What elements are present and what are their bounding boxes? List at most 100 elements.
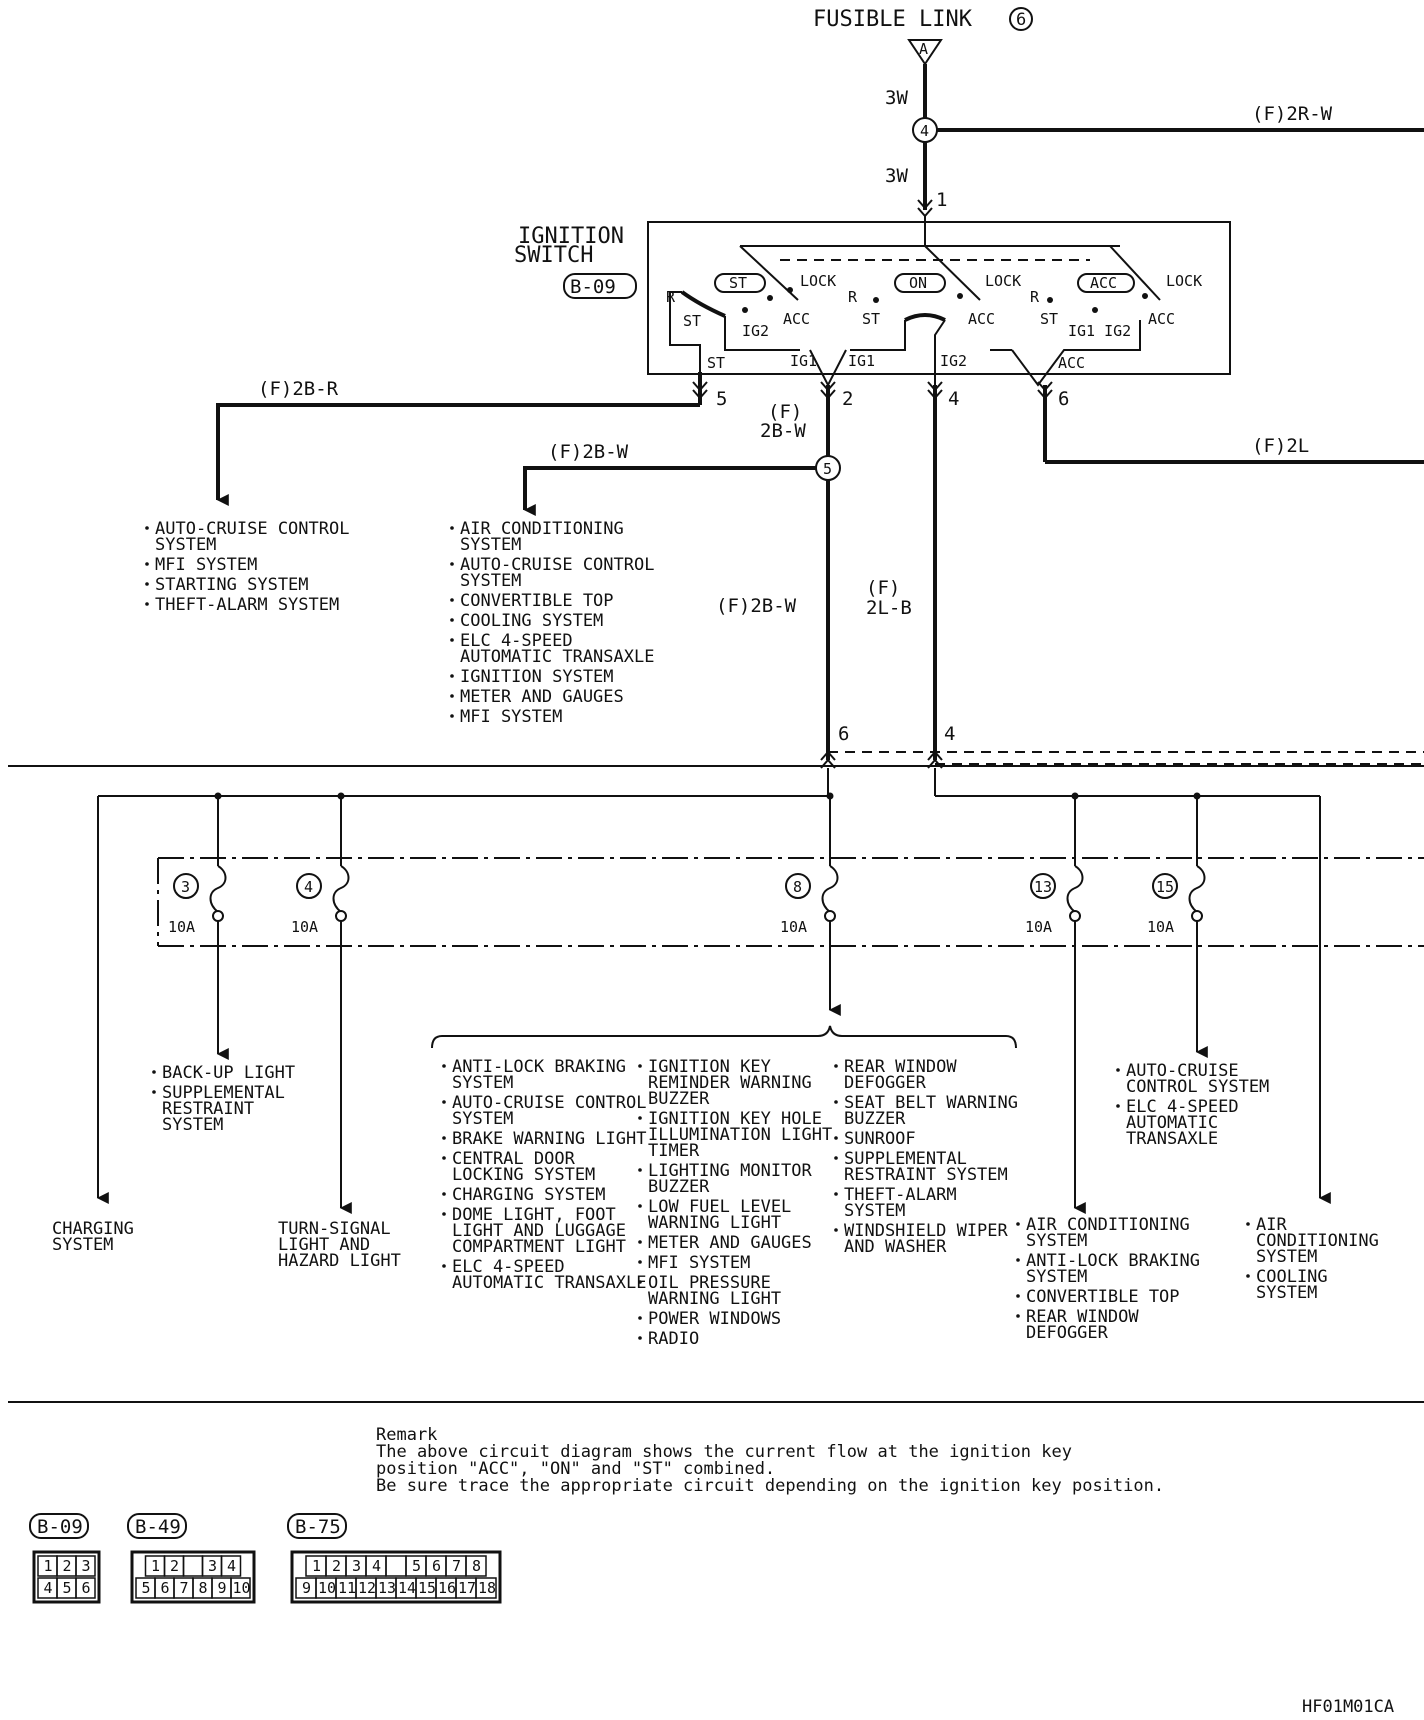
acc-2: ACC [968, 310, 995, 328]
col2-dest-item-1: TIMER [648, 1141, 700, 1161]
ignition-switch-box [647, 221, 1231, 375]
fuse-terminal [824, 910, 836, 922]
fuse-rating: 10A [1147, 918, 1174, 936]
fuse-terminal [1069, 910, 1081, 922]
acc-contact-dot-2 [1092, 307, 1098, 313]
ig1-a: IG1 [790, 352, 817, 370]
right-dest-item-0: CONDITIONING [1256, 1231, 1379, 1251]
turn-signal-dest: TURN-SIGNAL [278, 1219, 391, 1239]
left-list-item-2: STARTING SYSTEM [155, 575, 309, 595]
col1-dest-item-6: ELC 4-SPEED [452, 1257, 565, 1277]
st-2: ST [862, 310, 880, 328]
pin-1-label: 1 [936, 189, 947, 211]
turn-signal-dest: LIGHT AND [278, 1235, 370, 1255]
connector-label-badge [287, 1513, 347, 1539]
col3-dest-item-5: AND WASHER [844, 1237, 947, 1257]
r-3: R [1030, 288, 1040, 306]
bullet-dot [638, 1336, 642, 1340]
fuse-rating: 10A [780, 918, 807, 936]
ig1-ig2: IG1 IG2 [1068, 322, 1131, 340]
fuse-number: 13 [1034, 878, 1052, 896]
wire-3w-label-upper: 3W [885, 87, 908, 109]
col1-dest-item-2: BRAKE WARNING LIGHT [452, 1129, 646, 1149]
fuse-15: 15 10A [1147, 792, 1206, 936]
connector-pin-number: 4 [227, 1557, 236, 1575]
ig2-b: IG2 [940, 352, 967, 370]
connector-pin-number: 1 [44, 1557, 53, 1575]
connector-pin-number: 16 [438, 1579, 456, 1597]
ig1-b: IG1 [848, 352, 875, 370]
connector-pin-number: 5 [63, 1579, 72, 1597]
acc-1: ACC [783, 310, 810, 328]
mid-list-item-4: AUTOMATIC TRANSAXLE [460, 647, 654, 667]
bullet-dot [834, 1100, 838, 1104]
bullet-dot [145, 602, 149, 606]
mid-list-item-0: AIR CONDITIONING [460, 519, 624, 539]
ig1-path-left [724, 316, 800, 351]
bullet-dot [145, 562, 149, 566]
bullet-dot [1246, 1222, 1250, 1226]
right-dest-item-1: COOLING [1256, 1267, 1328, 1287]
bullet-dot [145, 526, 149, 530]
wire-f2rw-label: (F)2R-W [1252, 103, 1333, 125]
connector-label-badge [127, 1513, 187, 1539]
fuse13-dest-item-0: AIR CONDITIONING [1026, 1215, 1190, 1235]
acc-position-badge [1077, 273, 1135, 293]
connector-pin-number: 3 [82, 1557, 91, 1575]
connector-pin-number: 2 [332, 1557, 341, 1575]
connector-pin-number: 6 [432, 1557, 441, 1575]
remark-line-3: Be sure trace the appropriate circuit de… [376, 1476, 1164, 1496]
connector-pin-number: 5 [142, 1579, 151, 1597]
connector-pin-number: 8 [472, 1557, 481, 1575]
fuse13-dest-item-3: DEFOGGER [1026, 1323, 1109, 1343]
ig2-path [934, 319, 946, 385]
connector-pin-cell [475, 1577, 497, 1599]
connector-pin-cell [465, 1555, 487, 1577]
on-contact-arc [904, 313, 946, 322]
st-1: ST [683, 312, 701, 330]
fuse-number: 15 [1156, 878, 1174, 896]
fuse13-dest-item-1: ANTI-LOCK BRAKING [1026, 1251, 1200, 1271]
bullet-dot [450, 598, 454, 602]
connector-pin-number: 14 [398, 1579, 416, 1597]
bullet-dot [1016, 1314, 1020, 1318]
charging-dest: CHARGING [52, 1219, 134, 1239]
connector-pin-number: 10 [233, 1579, 251, 1597]
left-list-item-1: MFI SYSTEM [155, 555, 257, 575]
fuse-element [209, 865, 227, 913]
pin-5-chevron [692, 381, 708, 400]
bullet-dot [450, 638, 454, 642]
col2-dest-item-3: WARNING LIGHT [648, 1213, 781, 1233]
fuse-terminal [212, 910, 224, 922]
wire-f2bw-branch-label: (F)2B-W [548, 441, 629, 463]
st-contact-dot-1 [742, 307, 748, 313]
on-position-badge [894, 273, 946, 293]
col3-dest-item-1: BUZZER [844, 1109, 906, 1129]
bullet-dot [152, 1090, 156, 1094]
col3-dest-item-3: SUPPLEMENTAL [844, 1149, 967, 1169]
remark-line-1: The above circuit diagram shows the curr… [376, 1442, 1072, 1462]
fusible-link-number-circle [1009, 7, 1033, 31]
bullet-dot [638, 1280, 642, 1284]
connector-a-label: A [919, 40, 928, 58]
mid-list-item-1: SYSTEM [460, 571, 521, 591]
connector-pin-cell [75, 1555, 96, 1577]
wire-f2bw-label-2: 2B-W [760, 420, 806, 442]
col1-dest-item-5: COMPARTMENT LIGHT [452, 1237, 626, 1257]
on-contact-dot-2 [957, 293, 963, 299]
mid-list-item-0: SYSTEM [460, 535, 521, 555]
left-list-item-3: THEFT-ALARM SYSTEM [155, 595, 339, 615]
bullet-dot [442, 1064, 446, 1068]
fusible-link-label: FUSIBLE LINK [813, 7, 973, 32]
bullet-dot [450, 526, 454, 530]
lock-2: LOCK [985, 272, 1021, 290]
connector-pin-number: 13 [378, 1579, 396, 1597]
bullet-dot [145, 582, 149, 586]
st-contact-arc [680, 290, 726, 318]
col3-dest-item-4: SYSTEM [844, 1201, 905, 1221]
col2-dest-item-8: RADIO [648, 1329, 699, 1349]
connector-pin-number: 7 [180, 1579, 189, 1597]
